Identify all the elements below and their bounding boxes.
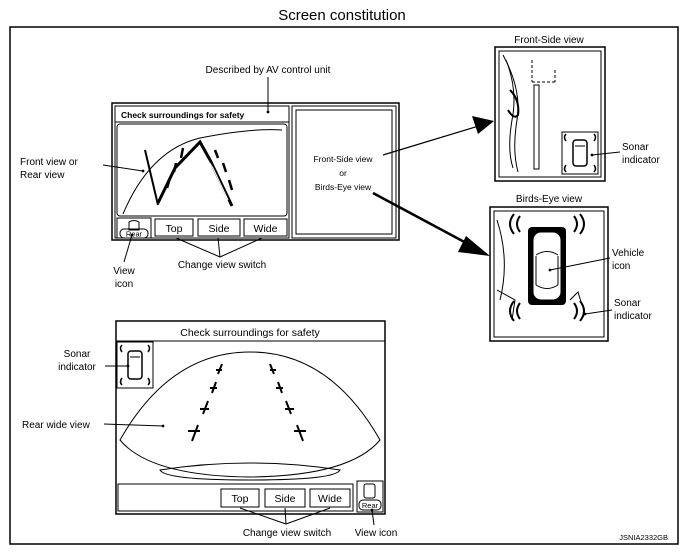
view-icon-top-label: Rear: [126, 230, 143, 239]
callout-change-view-top: Change view switch: [178, 260, 266, 271]
diagram-title: Screen constitution: [278, 7, 406, 24]
figure-code: JSNIA2332GB: [619, 533, 668, 542]
bottom-button-top-label: Top: [232, 493, 249, 505]
view-icon-bottom-label: Rear: [362, 501, 379, 510]
rear-wide-camera-view: [119, 351, 381, 478]
front-camera-view: [116, 123, 288, 217]
front-side-view-panel: [494, 46, 606, 182]
bottom-button-wide-label: Wide: [318, 493, 342, 505]
view-icon-bottom[interactable]: [356, 480, 384, 513]
front-side-or-birds-eye-pane: [291, 105, 397, 239]
top-button-wide[interactable]: [243, 218, 288, 237]
callout-vehicle-icon-1: Vehicle: [612, 248, 645, 259]
callout-sonar-fs-2: indicator: [622, 155, 660, 166]
bottom-button-wide[interactable]: [309, 488, 351, 508]
top-button-wide-label: Wide: [254, 223, 278, 235]
callout-sonar-fs-1: Sonar: [622, 142, 649, 153]
callout-sonar-bottom-1: Sonar: [64, 349, 91, 360]
top-button-top-label: Top: [166, 223, 183, 235]
right-pane-line-3: Birds-Eye view: [315, 182, 372, 192]
callout-sonar-be-2: indicator: [614, 311, 652, 322]
bottom-sonar-box: [116, 341, 154, 389]
guide-marks-top: [165, 147, 234, 191]
top-button-side-label: Side: [208, 223, 229, 235]
callout-described-by: Described by AV control unit: [206, 65, 331, 76]
callout-view-icon-1: View: [113, 266, 135, 277]
bottom-button-top[interactable]: [220, 488, 260, 508]
bottom-button-side[interactable]: [264, 488, 306, 508]
right-pane-line-2: or: [339, 168, 347, 178]
callout-rear-wide: Rear wide view: [22, 420, 91, 431]
callout-view-icon-bottom: View icon: [355, 528, 398, 539]
callout-sonar-bottom-2: indicator: [58, 362, 96, 373]
bottom-button-side-label: Side: [274, 493, 295, 505]
right-pane-line-1: Front-Side view: [313, 154, 373, 164]
outer-frame: [9, 26, 679, 545]
birds-eye-title: Birds-Eye view: [516, 194, 583, 205]
callout-front-view-1: Front view or: [20, 157, 78, 168]
guide-marks-bottom: [188, 363, 306, 442]
bottom-display-banner: Check surroundings for safety: [180, 327, 320, 339]
callout-front-view-2: Rear view: [20, 170, 65, 181]
callout-vehicle-icon-2: icon: [612, 261, 630, 272]
callout-sonar-be-1: Sonar: [614, 298, 641, 309]
front-side-sonar-box: [561, 131, 599, 175]
front-side-title: Front-Side view: [514, 35, 584, 46]
top-button-top[interactable]: [154, 218, 194, 237]
bottom-display: Check surroundings for safety Top Side W…: [115, 320, 386, 515]
birds-eye-view-panel: [489, 206, 609, 342]
callout-change-view-bottom: Change view switch: [243, 528, 331, 539]
callout-view-icon-2: icon: [115, 279, 133, 290]
top-display: Check surroundings for safety Rear Top S…: [111, 102, 400, 241]
top-display-banner: Check surroundings for safety: [121, 110, 245, 120]
top-button-side[interactable]: [197, 218, 241, 237]
